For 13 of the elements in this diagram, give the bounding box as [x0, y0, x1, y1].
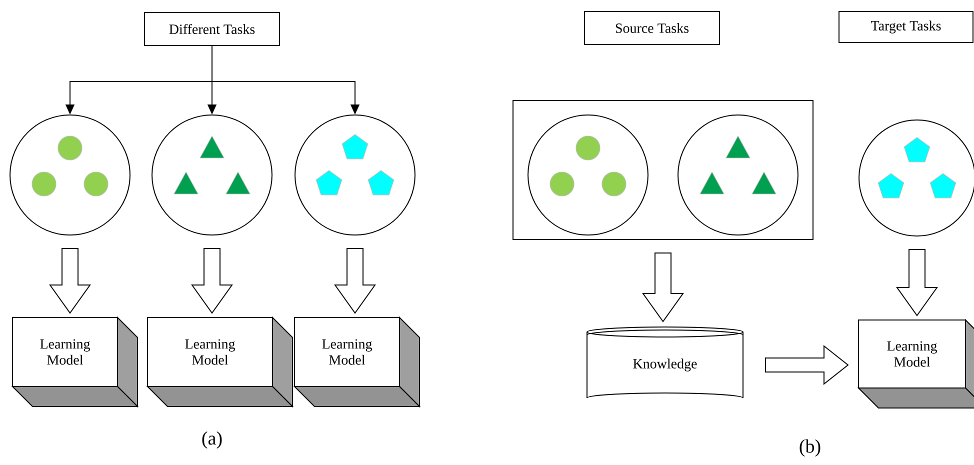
block-arrow — [191, 248, 233, 314]
block-arrow — [765, 344, 849, 386]
heading-box: Different Tasks — [144, 12, 280, 46]
database-cylinder: Knowledge — [586, 326, 744, 398]
heading-box: Target Tasks — [838, 11, 974, 43]
block-arrow — [49, 248, 91, 314]
group-box — [512, 100, 814, 240]
panel-label: (b) — [800, 439, 820, 457]
block-arrow — [334, 248, 376, 314]
block-arrow — [642, 252, 684, 322]
heading-box: Source Tasks — [584, 11, 720, 45]
panel-label: (a) — [202, 431, 222, 449]
block-arrow — [896, 249, 938, 316]
